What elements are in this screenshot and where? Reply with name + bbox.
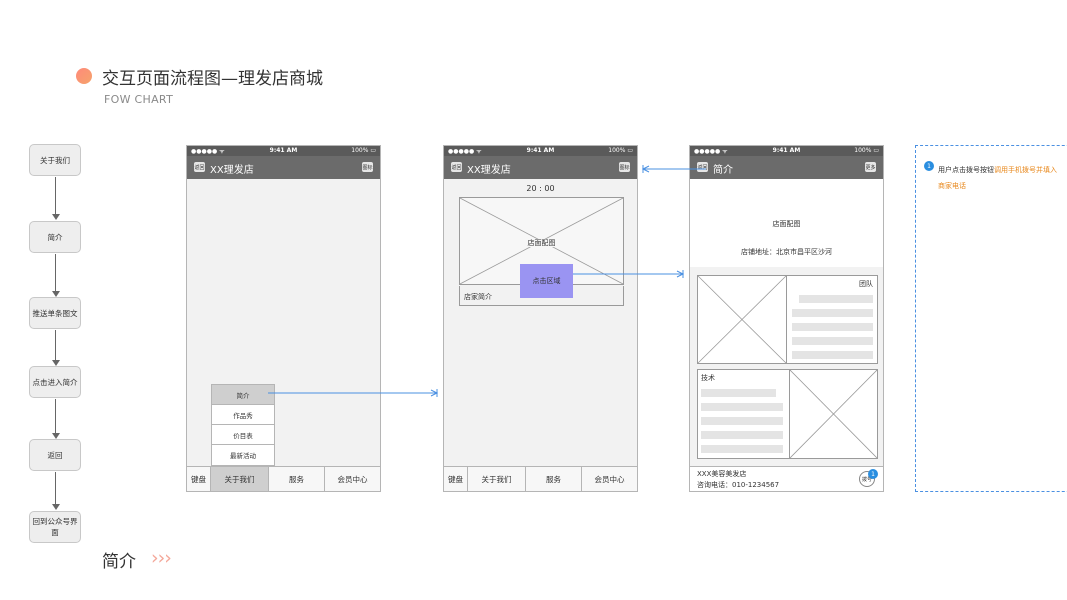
submenu-item-works[interactable]: 作品秀 [212, 405, 274, 425]
signal-icon: ●●●●● ᯤ [191, 148, 225, 155]
signal-icon: ●●●●● ᯤ [694, 148, 728, 155]
text-placeholder [792, 323, 873, 331]
flow-node-return-account: 回到公众号界面 [29, 511, 81, 543]
status-time: 9:41 AM [526, 147, 555, 154]
text-placeholder [799, 295, 873, 303]
submenu-item-prices[interactable]: 价目表 [212, 425, 274, 445]
phone-screen-intro: ●●●●● ᯤ 9:41 AM 100% ▭ 返回 简介 更多 店面配图 店铺地… [689, 145, 884, 492]
tab-about[interactable]: 关于我们 [211, 467, 269, 491]
phone-screen-article: ●●●●● ᯤ 9:41 AM 100% ▭ 返回 XX理发店 图标 20 : … [443, 145, 638, 492]
image-placeholder-icon [698, 276, 786, 363]
store-image-label: 店面配图 [772, 220, 801, 228]
page-subtitle: FOW CHART [104, 93, 174, 106]
text-placeholder [701, 389, 776, 397]
battery-icon: 100% ▭ [351, 147, 376, 154]
back-button[interactable]: 返回 [697, 162, 708, 172]
text-placeholder [701, 431, 783, 439]
tab-bar: 键盘 关于我们 服务 会员中心 [444, 466, 637, 491]
flow-arrow-icon [52, 504, 60, 510]
submenu-item-intro[interactable]: 简介 [212, 385, 274, 405]
chevron-right-icon: ››› [151, 547, 172, 569]
click-area-highlight[interactable]: 点击区域 [520, 264, 573, 298]
text-placeholder [792, 309, 873, 317]
more-button[interactable]: 更多 [865, 162, 876, 172]
text-placeholder [792, 337, 873, 345]
flow-arrow-icon [52, 360, 60, 366]
annotation-text-highlight-2: 商家电话 [938, 182, 966, 190]
battery-icon: 100% ▭ [608, 147, 633, 154]
tab-member[interactable]: 会员中心 [594, 474, 625, 484]
tech-label: 技术 [701, 374, 715, 382]
image-placeholder-icon [790, 370, 877, 458]
nav-title: 简介 [713, 165, 733, 176]
annotation-text-highlight: 调用手机拨号并填入 [994, 166, 1057, 174]
flow-node-back: 返回 [29, 439, 81, 471]
phone-screen-menu: ●●●●● ᯤ 9:41 AM 100% ▭ 返回 XX理发店 图标 简介 作品… [186, 145, 381, 492]
text-placeholder [701, 403, 783, 411]
tab-keyboard[interactable]: 键盘 [187, 467, 211, 491]
text-placeholder [701, 417, 783, 425]
flow-connector [55, 254, 56, 292]
section-title: 简介 [102, 552, 136, 572]
tech-image [789, 370, 877, 458]
flow-node-enter-intro: 点击进入简介 [29, 366, 81, 398]
team-card: 团队 [697, 275, 878, 364]
tab-bar: 键盘 关于我们 服务 会员中心 [187, 466, 380, 491]
flow-connector [55, 177, 56, 215]
tab-service[interactable]: 服务 [269, 467, 325, 491]
flow-arrow-icon [52, 433, 60, 439]
flow-node-about: 关于我们 [29, 144, 81, 176]
signal-icon: ●●●●● ᯤ [448, 148, 482, 155]
tab-about[interactable]: 关于我们 [468, 467, 526, 491]
flow-node-intro: 简介 [29, 221, 81, 253]
submenu-item-events[interactable]: 最新活动 [230, 452, 256, 460]
back-button[interactable]: 返回 [451, 162, 462, 172]
status-time: 9:41 AM [269, 147, 298, 154]
annotation-text: 用户点击拨号按钮调用手机拨号并填入 商家电话 [938, 162, 1067, 194]
image-label-text: 店面配图 [525, 239, 558, 247]
nav-right-button[interactable]: 图标 [619, 162, 630, 172]
flow-connector [55, 330, 56, 361]
store-address: 店铺地址：北京市昌平区沙河 [741, 248, 832, 256]
annotation-panel: 1 用户点击拨号按钮调用手机拨号并填入 商家电话 [915, 145, 1067, 492]
status-bar: ●●●●● ᯤ 9:41 AM 100% ▭ [187, 146, 380, 156]
status-bar: ●●●●● ᯤ 9:41 AM 100% ▭ [444, 146, 637, 156]
tab-keyboard[interactable]: 键盘 [444, 467, 468, 491]
text-placeholder [792, 351, 873, 359]
back-button[interactable]: 返回 [194, 162, 205, 172]
team-image [698, 276, 787, 363]
flow-node-push: 推送单条图文 [29, 297, 81, 329]
store-intro-label: 店家简介 [464, 293, 492, 301]
annotation-text-plain: 用户点击拨号按钮 [938, 166, 994, 174]
nav-title: XX理发店 [210, 165, 254, 176]
title-dot-icon [76, 68, 92, 84]
tab-service[interactable]: 服务 [526, 467, 582, 491]
shop-phone: 咨询电话：010-1234567 [697, 481, 780, 489]
nav-bar: 返回 XX理发店 图标 [187, 156, 380, 179]
team-label: 团队 [859, 280, 873, 288]
flow-arrow-icon [52, 214, 60, 220]
shop-name: XXX美容美发店 [697, 470, 747, 478]
nav-title: XX理发店 [467, 165, 511, 176]
flow-connector [55, 399, 56, 434]
dial-badge: 1 [868, 469, 878, 479]
nav-bar: 返回 简介 更多 [690, 156, 883, 179]
flow-arrow-icon [52, 291, 60, 297]
annotation-badge: 1 [924, 161, 934, 171]
nav-bar: 返回 XX理发店 图标 [444, 156, 637, 179]
status-time: 9:41 AM [772, 147, 801, 154]
contact-bar: XXX美容美发店 咨询电话：010-1234567 拨号 1 [690, 466, 883, 491]
image-label: 店面配图 [460, 238, 623, 248]
article-footer: 店家简介 [459, 286, 624, 306]
nav-right-button[interactable]: 图标 [362, 162, 373, 172]
tech-card: 技术 [697, 369, 878, 459]
submenu-popup: 简介 作品秀 价目表 最新活动 [211, 384, 275, 466]
battery-icon: 100% ▭ [854, 147, 879, 154]
status-bar: ●●●●● ᯤ 9:41 AM 100% ▭ [690, 146, 883, 156]
text-placeholder [701, 445, 783, 453]
message-time: 20 : 00 [526, 184, 555, 193]
tab-member[interactable]: 会员中心 [337, 474, 368, 484]
flow-connector [55, 472, 56, 505]
page-title: 交互页面流程图—理发店商城 [102, 69, 323, 89]
